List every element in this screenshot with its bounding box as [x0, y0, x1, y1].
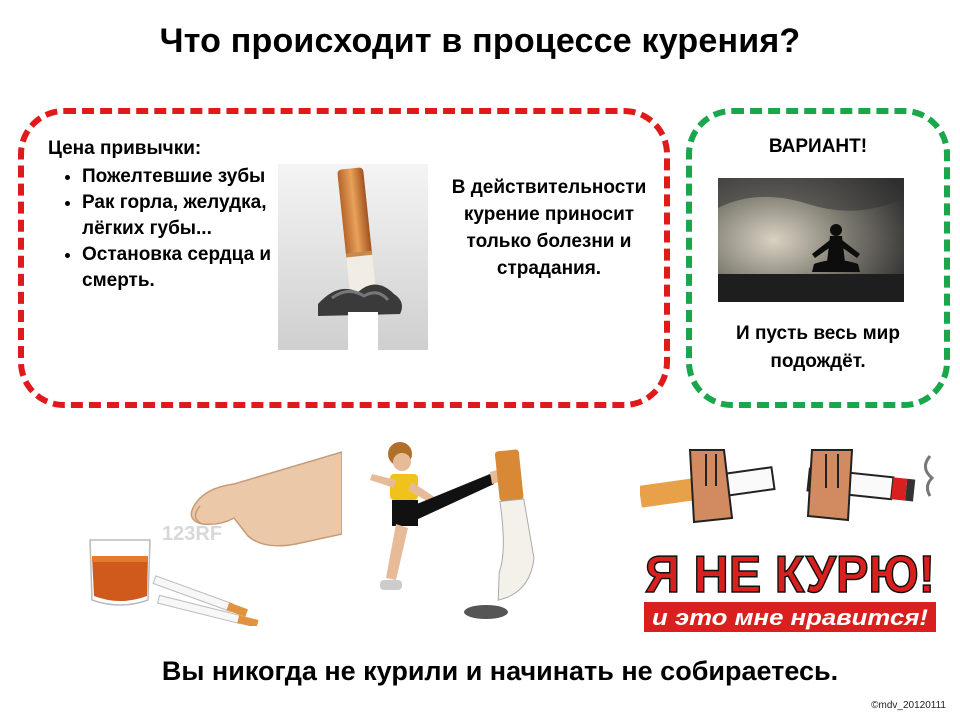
copyright-note: ©mdv_20120111	[871, 700, 946, 711]
kick-cigarette-image	[356, 420, 598, 642]
price-heading: Цена привычки:	[48, 138, 202, 159]
yoga-silhouette-image	[718, 178, 904, 302]
variant-heading: ВАРИАНТ!	[768, 136, 868, 157]
cigarette-butt-image	[278, 164, 428, 350]
list-item: Остановка сердца и смерть.	[82, 242, 288, 294]
list-item: Пожелтевшие зубы	[82, 164, 288, 190]
price-box-frame	[18, 108, 670, 408]
slide-title: Что происходит в процессе курения?	[159, 22, 801, 60]
watermark-text: 123RF	[162, 523, 222, 545]
reality-text: В действительности курение приносит толь…	[451, 177, 647, 279]
no-smoking-poster-image: Я НЕ КУРЮ! и это мне нравится!	[640, 446, 940, 636]
variant-box-frame	[686, 108, 950, 408]
poster-headline: Я НЕ КУРЮ!	[645, 546, 935, 604]
hand-cigarettes-drink-image: 123RF	[44, 444, 342, 626]
price-list: Пожелтевшие зубы Рак горла, желудка, лёг…	[48, 164, 288, 294]
poster-subline: и это мне нравится!	[652, 605, 928, 630]
price-of-habit-block: Цена привычки: Пожелтевшие зубы Рак горл…	[48, 136, 288, 294]
wait-text: И пусть весь мир подождёт.	[736, 323, 900, 372]
bottom-statement: Вы никогда не курили и начинать не собир…	[161, 656, 839, 686]
list-item: Рак горла, желудка, лёгких губы...	[82, 190, 288, 242]
